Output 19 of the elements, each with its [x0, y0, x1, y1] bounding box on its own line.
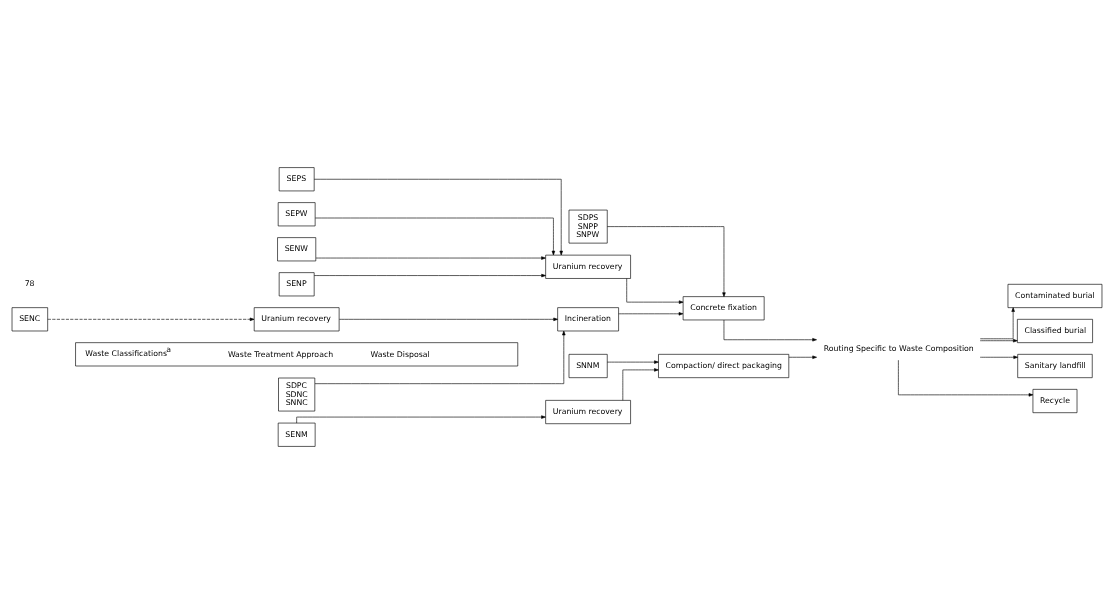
arrow	[723, 319, 817, 341]
arrow	[979, 306, 1015, 339]
arrow	[622, 367, 659, 401]
arrow	[296, 414, 546, 423]
arrow	[314, 330, 566, 384]
arrow	[315, 255, 546, 260]
arrow	[788, 355, 817, 359]
arrow	[626, 277, 684, 304]
arrow	[47, 317, 255, 321]
arrow	[618, 311, 684, 315]
arrow	[313, 178, 563, 255]
arrow	[606, 225, 726, 297]
arrow	[313, 273, 546, 277]
arrow	[979, 338, 1018, 342]
arrow	[315, 217, 556, 255]
arrow	[339, 317, 558, 321]
arrow	[979, 355, 1018, 359]
arrow	[606, 359, 659, 364]
arrow	[898, 359, 1034, 397]
